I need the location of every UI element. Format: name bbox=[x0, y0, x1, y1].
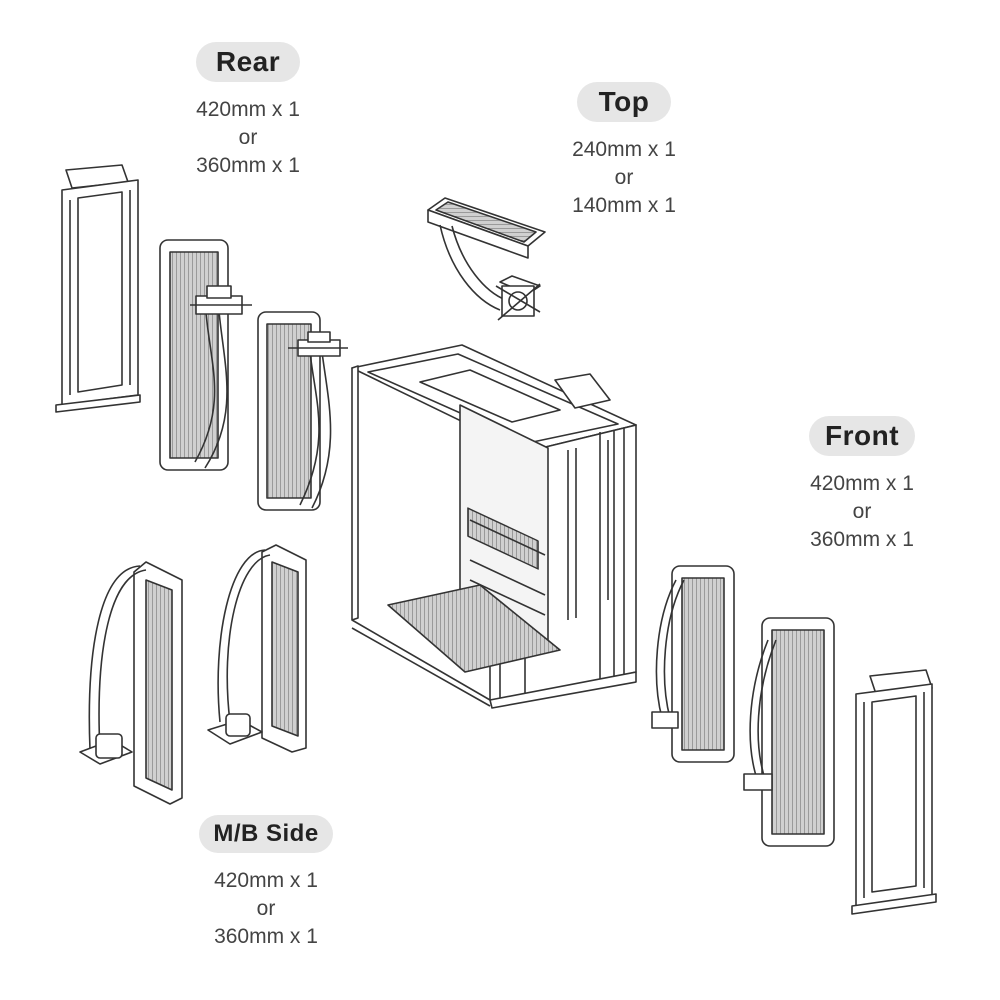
rear-spec-or: or bbox=[238, 126, 258, 149]
front-spec-1: 420mm x 1 bbox=[810, 472, 914, 495]
mb-side-pump-2 bbox=[207, 713, 263, 745]
rear-title: Rear bbox=[195, 42, 301, 82]
top-spec-or: or bbox=[614, 166, 634, 189]
mb-side-radiator-420 bbox=[79, 561, 183, 805]
rear-radiator-420 bbox=[159, 239, 252, 471]
top-title: Top bbox=[576, 82, 672, 122]
pc-case-chassis bbox=[351, 344, 637, 709]
front-spec-2: 360mm x 1 bbox=[810, 528, 914, 551]
rear-label-group: Rear 420mm x 1 or 360mm x 1 bbox=[168, 42, 328, 180]
rear-mounting-bracket bbox=[55, 164, 141, 413]
mb-side-radiator-360 bbox=[207, 544, 307, 753]
mb-side-pump-1 bbox=[79, 733, 133, 765]
front-label-group: Front 420mm x 1 or 360mm x 1 bbox=[782, 416, 942, 554]
front-spec-or: or bbox=[852, 500, 872, 523]
top-radiator bbox=[427, 197, 546, 321]
top-spec-2: 140mm x 1 bbox=[572, 194, 676, 217]
front-radiator-420 bbox=[743, 617, 835, 847]
front-title: Front bbox=[808, 416, 916, 456]
mb-side-spec-or: or bbox=[256, 897, 276, 920]
mb-side-label-group: M/B Side 420mm x 1 or 360mm x 1 bbox=[186, 815, 346, 951]
top-label-group: Top 240mm x 1 or 140mm x 1 bbox=[544, 82, 704, 220]
mb-side-spec-1: 420mm x 1 bbox=[214, 869, 318, 892]
rear-spec-2: 360mm x 1 bbox=[196, 154, 300, 177]
mb-side-spec-2: 360mm x 1 bbox=[214, 925, 318, 948]
front-mounting-bracket bbox=[851, 669, 937, 915]
front-radiator-360 bbox=[651, 565, 735, 763]
rear-spec-1: 420mm x 1 bbox=[196, 98, 300, 121]
mb-side-title: M/B Side bbox=[199, 815, 333, 853]
top-pump-block bbox=[495, 275, 541, 321]
top-spec-1: 240mm x 1 bbox=[572, 138, 676, 161]
rear-radiator-360 bbox=[257, 311, 348, 511]
